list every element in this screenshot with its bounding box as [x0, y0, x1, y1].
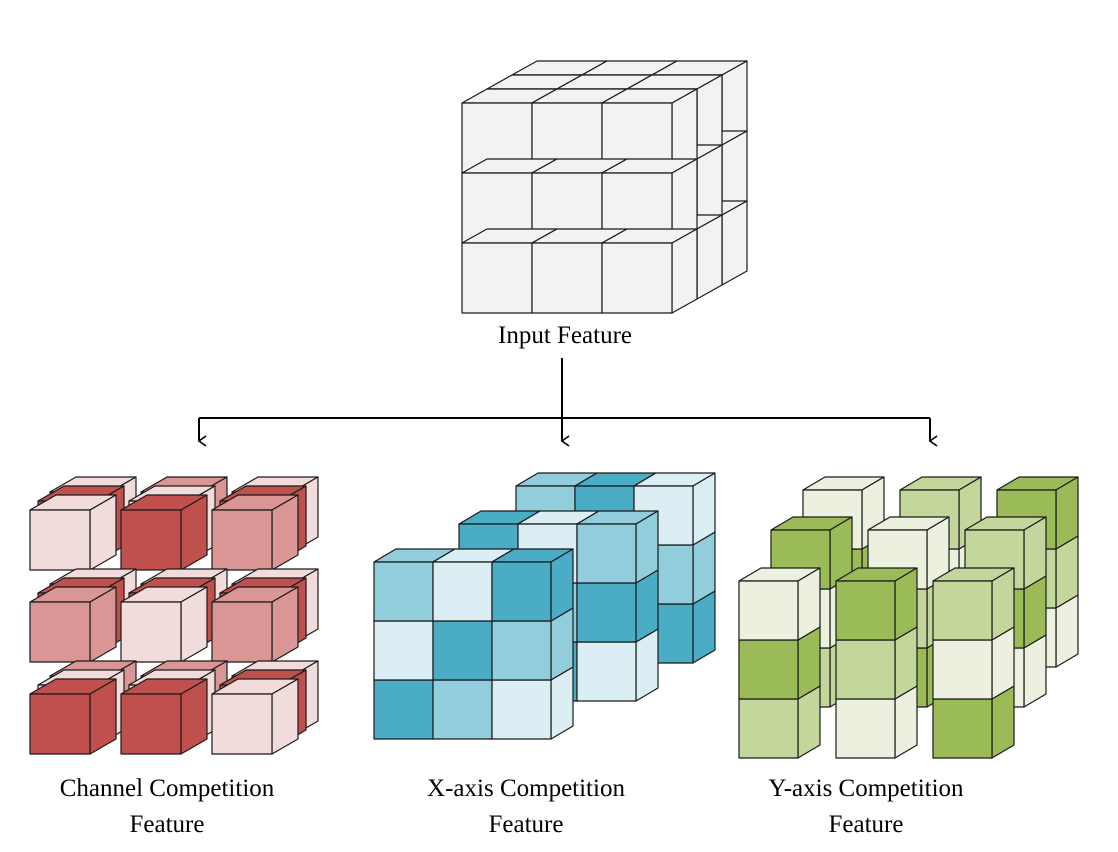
cube-front-face	[576, 641, 637, 702]
yaxis-front-cube	[738, 567, 821, 641]
cube-side-face	[671, 228, 698, 314]
cube-side-face	[696, 214, 723, 300]
cube-front-face	[211, 601, 273, 663]
cube-side-face	[797, 567, 821, 641]
cube-front-face	[576, 582, 637, 643]
yaxis-front-cube	[932, 567, 1015, 641]
cube-front-face	[835, 580, 896, 641]
cube-front-face	[491, 561, 552, 622]
cube-front-face	[120, 693, 182, 755]
cube-side-face	[550, 548, 574, 622]
cube-front-face	[120, 601, 182, 663]
cube-front-face	[29, 693, 91, 755]
input-feature-label: Input Feature	[498, 322, 632, 349]
cube-front-face	[373, 679, 434, 740]
cube-front-face	[432, 620, 493, 681]
cube-front-face	[373, 620, 434, 681]
channel-front-cube	[211, 586, 299, 663]
cube-front-face	[29, 509, 91, 571]
cube-front-face	[211, 509, 273, 571]
channel-front-cube	[120, 678, 208, 755]
channel-front-cube	[211, 494, 299, 571]
input-cell	[601, 228, 698, 314]
cube-front-face	[932, 698, 993, 759]
cube-front-face	[461, 242, 533, 314]
cube-side-face	[635, 510, 659, 584]
yaxis-label-line2: Feature	[829, 811, 904, 838]
cube-side-face	[692, 472, 716, 546]
xaxis-label-line2: Feature	[489, 811, 564, 838]
xaxis-competition-cubes	[373, 472, 716, 740]
cube-front-face	[835, 698, 896, 759]
channel-front-cube	[120, 494, 208, 571]
cube-side-face	[991, 567, 1015, 641]
channel-label-line1: Channel Competition	[60, 775, 275, 802]
cube-front-face	[601, 242, 673, 314]
cube-front-face	[576, 523, 637, 584]
cube-front-face	[432, 561, 493, 622]
cube-front-face	[932, 639, 993, 700]
yaxis-front-cube	[835, 567, 918, 641]
xaxis-middle-cube	[576, 510, 659, 584]
cube-front-face	[373, 561, 434, 622]
cube-front-face	[432, 679, 493, 740]
cube-side-face	[1023, 516, 1047, 590]
input-cell	[601, 158, 698, 244]
cube-front-face	[738, 639, 799, 700]
cube-front-face	[491, 679, 552, 740]
yaxis-competition-cubes	[738, 476, 1079, 759]
cube-front-face	[932, 580, 993, 641]
cube-side-face	[894, 567, 918, 641]
xaxis-front-cube	[491, 548, 574, 622]
channel-competition-cubes	[29, 476, 319, 755]
input-cell	[601, 88, 698, 174]
cube-front-face	[29, 601, 91, 663]
cube-front-face	[120, 509, 182, 571]
cube-front-face	[531, 242, 603, 314]
channel-label-line2: Feature	[130, 811, 205, 838]
branch-connectors	[197, 358, 938, 447]
cube-front-face	[211, 693, 273, 755]
input-feature-cube	[461, 60, 748, 314]
cube-front-face	[835, 639, 896, 700]
cube-front-face	[738, 580, 799, 641]
cube-front-face	[491, 620, 552, 681]
channel-front-cube	[120, 586, 208, 663]
cube-side-face	[1055, 476, 1079, 550]
xaxis-label-line1: X-axis Competition	[427, 775, 625, 802]
yaxis-label-line1: Y-axis Competition	[768, 775, 964, 802]
cube-side-face	[721, 200, 748, 286]
channel-front-cube	[29, 494, 117, 571]
channel-front-cube	[29, 678, 117, 755]
channel-front-cube	[211, 678, 299, 755]
cube-front-face	[738, 698, 799, 759]
channel-front-cube	[29, 586, 117, 663]
